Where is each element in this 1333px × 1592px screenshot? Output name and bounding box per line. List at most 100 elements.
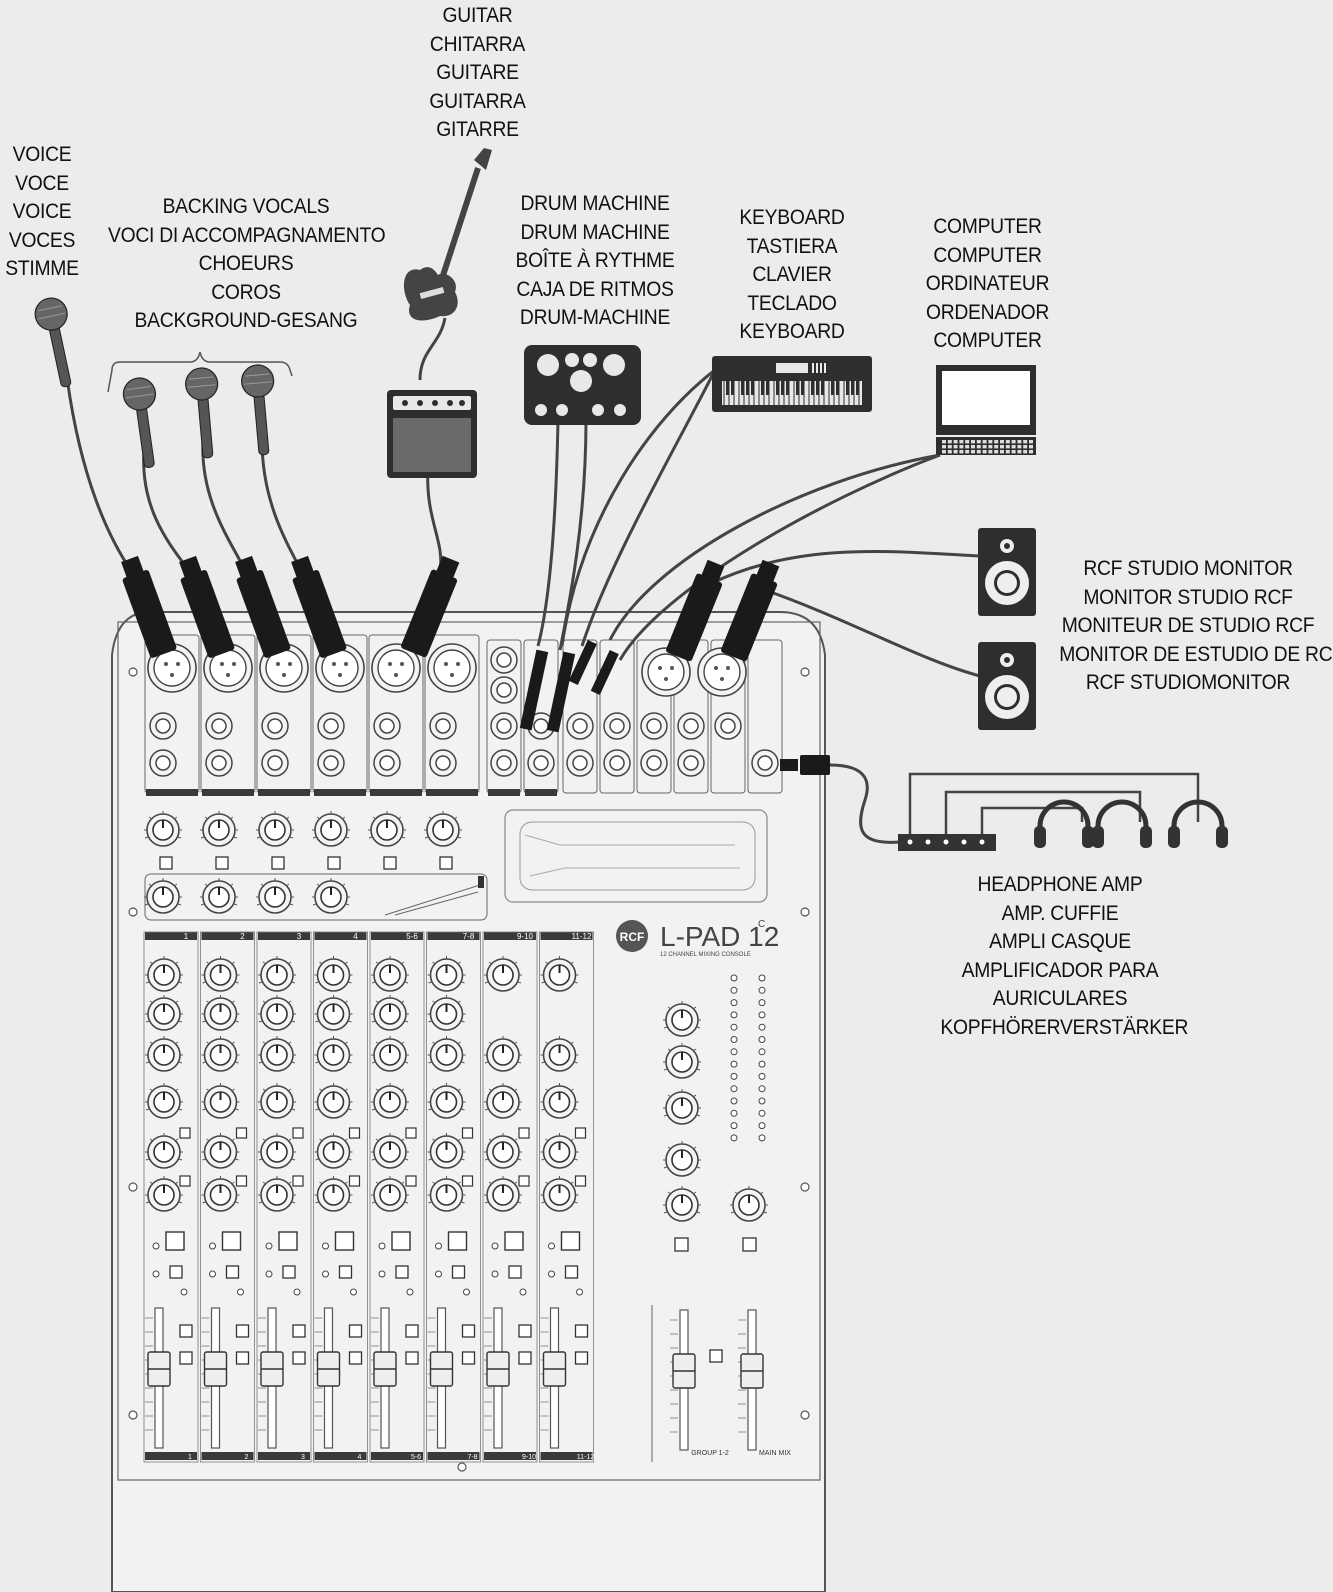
label-line: COMPUTER bbox=[921, 242, 1054, 271]
label-line: AMPLI CASQUE bbox=[940, 928, 1179, 957]
fader-label: 1 bbox=[188, 1454, 192, 1461]
group-button[interactable] bbox=[350, 1325, 362, 1337]
drum-machine-label: DRUM MACHINE DRUM MACHINE BOÎTE À RYTHME… bbox=[512, 190, 678, 333]
pre-post-button[interactable] bbox=[293, 1128, 303, 1138]
pre-post-button[interactable] bbox=[519, 1176, 529, 1186]
group-button[interactable] bbox=[519, 1325, 531, 1337]
channel-number: 2 bbox=[240, 932, 245, 941]
label-line: DRUM-MACHINE bbox=[512, 304, 678, 333]
pfl-button[interactable] bbox=[509, 1266, 521, 1278]
label-line: GITARRE bbox=[406, 116, 549, 145]
pfl-button[interactable] bbox=[340, 1266, 352, 1278]
label-line: MONITOR STUDIO RCF bbox=[1059, 584, 1317, 613]
label-line: AURICULARES bbox=[940, 985, 1179, 1014]
group-button[interactable] bbox=[576, 1325, 588, 1337]
label-line: COROS bbox=[108, 279, 384, 308]
lr-button[interactable] bbox=[463, 1352, 475, 1364]
pre-post-button[interactable] bbox=[576, 1128, 586, 1138]
channel-number: 11-12 bbox=[572, 932, 592, 941]
group-button[interactable] bbox=[463, 1325, 475, 1337]
backing-mic-icon bbox=[121, 376, 165, 470]
mute-button[interactable] bbox=[223, 1232, 241, 1250]
lr-button[interactable] bbox=[519, 1352, 531, 1364]
label-line: GUITARE bbox=[406, 59, 549, 88]
studio-monitor-label: RCF STUDIO MONITOR MONITOR STUDIO RCF MO… bbox=[1059, 555, 1317, 698]
mute-button[interactable] bbox=[166, 1232, 184, 1250]
studio-monitor-icon bbox=[978, 528, 1036, 616]
label-line: DRUM MACHINE bbox=[512, 190, 678, 219]
label-line: VOCE bbox=[3, 170, 80, 199]
pfl-button[interactable] bbox=[566, 1266, 578, 1278]
mute-button[interactable] bbox=[392, 1232, 410, 1250]
pre-post-button[interactable] bbox=[406, 1176, 416, 1186]
pfl-button[interactable] bbox=[283, 1266, 295, 1278]
pre-post-button[interactable] bbox=[519, 1128, 529, 1138]
label-line: TASTIERA bbox=[728, 233, 857, 262]
master-main-label: MAIN MIX bbox=[759, 1450, 791, 1457]
label-line: VOCES bbox=[3, 227, 80, 256]
backing-mic-icon bbox=[240, 364, 280, 456]
pre-post-button[interactable] bbox=[350, 1128, 360, 1138]
group-button[interactable] bbox=[293, 1325, 305, 1337]
pre-post-button[interactable] bbox=[237, 1128, 247, 1138]
pre-post-button[interactable] bbox=[463, 1176, 473, 1186]
pfl-button[interactable] bbox=[227, 1266, 239, 1278]
label-line: AMPLIFICADOR PARA bbox=[940, 957, 1179, 986]
label-line: VOICE bbox=[3, 141, 80, 170]
label-line: MONITOR DE ESTUDIO DE RCF bbox=[1059, 641, 1317, 670]
fader-label: 2 bbox=[245, 1454, 249, 1461]
model-suffix: C bbox=[758, 919, 765, 930]
lr-button[interactable] bbox=[406, 1352, 418, 1364]
pre-post-button[interactable] bbox=[180, 1128, 190, 1138]
label-line: KEYBOARD bbox=[728, 318, 857, 347]
headphone-amp-label: HEADPHONE AMP AMP. CUFFIE AMPLI CASQUE A… bbox=[940, 871, 1179, 1042]
backing-mic-icon bbox=[184, 367, 224, 459]
label-line: ORDINATEUR bbox=[921, 270, 1054, 299]
mute-button[interactable] bbox=[505, 1232, 523, 1250]
group-button[interactable] bbox=[406, 1325, 418, 1337]
label-line: CAJA DE RITMOS bbox=[512, 276, 678, 305]
lr-button[interactable] bbox=[293, 1352, 305, 1364]
pre-post-button[interactable] bbox=[463, 1128, 473, 1138]
label-line: BACKGROUND-GESANG bbox=[108, 307, 384, 336]
mute-button[interactable] bbox=[449, 1232, 467, 1250]
channel-number: 9-10 bbox=[517, 932, 534, 941]
pre-post-button[interactable] bbox=[293, 1176, 303, 1186]
label-line: BOÎTE À RYTHME bbox=[512, 247, 678, 276]
lr-button[interactable] bbox=[237, 1352, 249, 1364]
label-line: COMPUTER bbox=[921, 213, 1054, 242]
mixer: RCF L-PAD 12 C 12 CHANNEL MIXING CONSOLE… bbox=[112, 612, 825, 1592]
label-line: AMP. CUFFIE bbox=[940, 900, 1179, 929]
label-line: RCF STUDIO MONITOR bbox=[1059, 555, 1317, 584]
guitar-icon bbox=[404, 148, 492, 320]
pre-post-button[interactable] bbox=[576, 1176, 586, 1186]
label-line: CHITARRA bbox=[406, 31, 549, 60]
group-button[interactable] bbox=[237, 1325, 249, 1337]
label-line: BACKING VOCALS bbox=[108, 193, 384, 222]
keyboard-icon bbox=[712, 356, 872, 412]
mute-button[interactable] bbox=[336, 1232, 354, 1250]
pre-post-button[interactable] bbox=[180, 1176, 190, 1186]
keyboard-label: KEYBOARD TASTIERA CLAVIER TECLADO KEYBOA… bbox=[728, 204, 857, 347]
pre-post-button[interactable] bbox=[406, 1128, 416, 1138]
label-line: GUITARRA bbox=[406, 88, 549, 117]
lr-button[interactable] bbox=[180, 1352, 192, 1364]
lr-button[interactable] bbox=[576, 1352, 588, 1364]
pfl-button[interactable] bbox=[396, 1266, 408, 1278]
pfl-button[interactable] bbox=[170, 1266, 182, 1278]
mute-button[interactable] bbox=[279, 1232, 297, 1250]
lr-button[interactable] bbox=[350, 1352, 362, 1364]
pre-post-button[interactable] bbox=[350, 1176, 360, 1186]
label-line: VOCI DI ACCOMPAGNAMENTO bbox=[108, 222, 384, 251]
pre-post-button[interactable] bbox=[237, 1176, 247, 1186]
group-button[interactable] bbox=[180, 1325, 192, 1337]
guitar-label: GUITAR CHITARRA GUITARE GUITARRA GITARRE bbox=[406, 2, 549, 145]
voice-mic-icon bbox=[32, 295, 82, 390]
label-line: VOICE bbox=[3, 198, 80, 227]
computer-icon bbox=[936, 365, 1036, 455]
label-line: STIMME bbox=[3, 255, 80, 284]
mute-button[interactable] bbox=[562, 1232, 580, 1250]
label-line: CLAVIER bbox=[728, 261, 857, 290]
channel-number: 1 bbox=[184, 932, 189, 941]
pfl-button[interactable] bbox=[453, 1266, 465, 1278]
